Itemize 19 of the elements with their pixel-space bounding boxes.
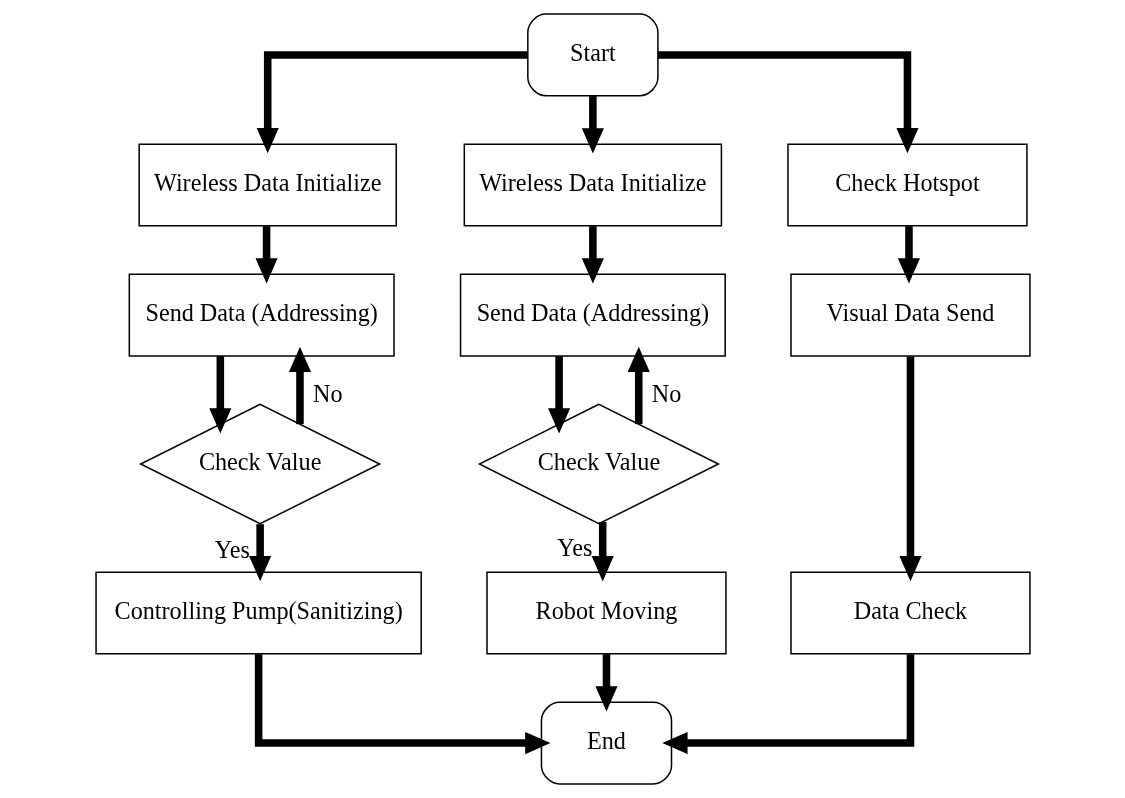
node-box: Data Check: [789, 571, 1031, 655]
node-box: Wireless Data Initialize: [137, 143, 397, 227]
node-diamond: Check Value: [138, 403, 381, 525]
arrow: [657, 51, 918, 154]
node-box: Wireless Data Initialize: [463, 143, 722, 227]
edge-label: Yes: [214, 535, 250, 563]
node-box: End: [540, 701, 672, 785]
node-box: Send Data (Addressing): [128, 273, 395, 357]
node-box: Robot Moving: [485, 571, 727, 655]
node-box: Start: [526, 13, 659, 97]
node-box: Visual Data Send: [789, 273, 1031, 357]
node-box: Controlling Pump(Sanitizing): [94, 571, 422, 655]
edge-label: Yes: [556, 533, 592, 561]
arrow: [256, 51, 527, 154]
node-box: Check Hotspot: [786, 143, 1028, 227]
arrow: [288, 346, 311, 425]
arrow: [627, 346, 650, 425]
node-diamond: Check Value: [477, 403, 720, 525]
node-box: Send Data (Addressing): [459, 273, 726, 357]
